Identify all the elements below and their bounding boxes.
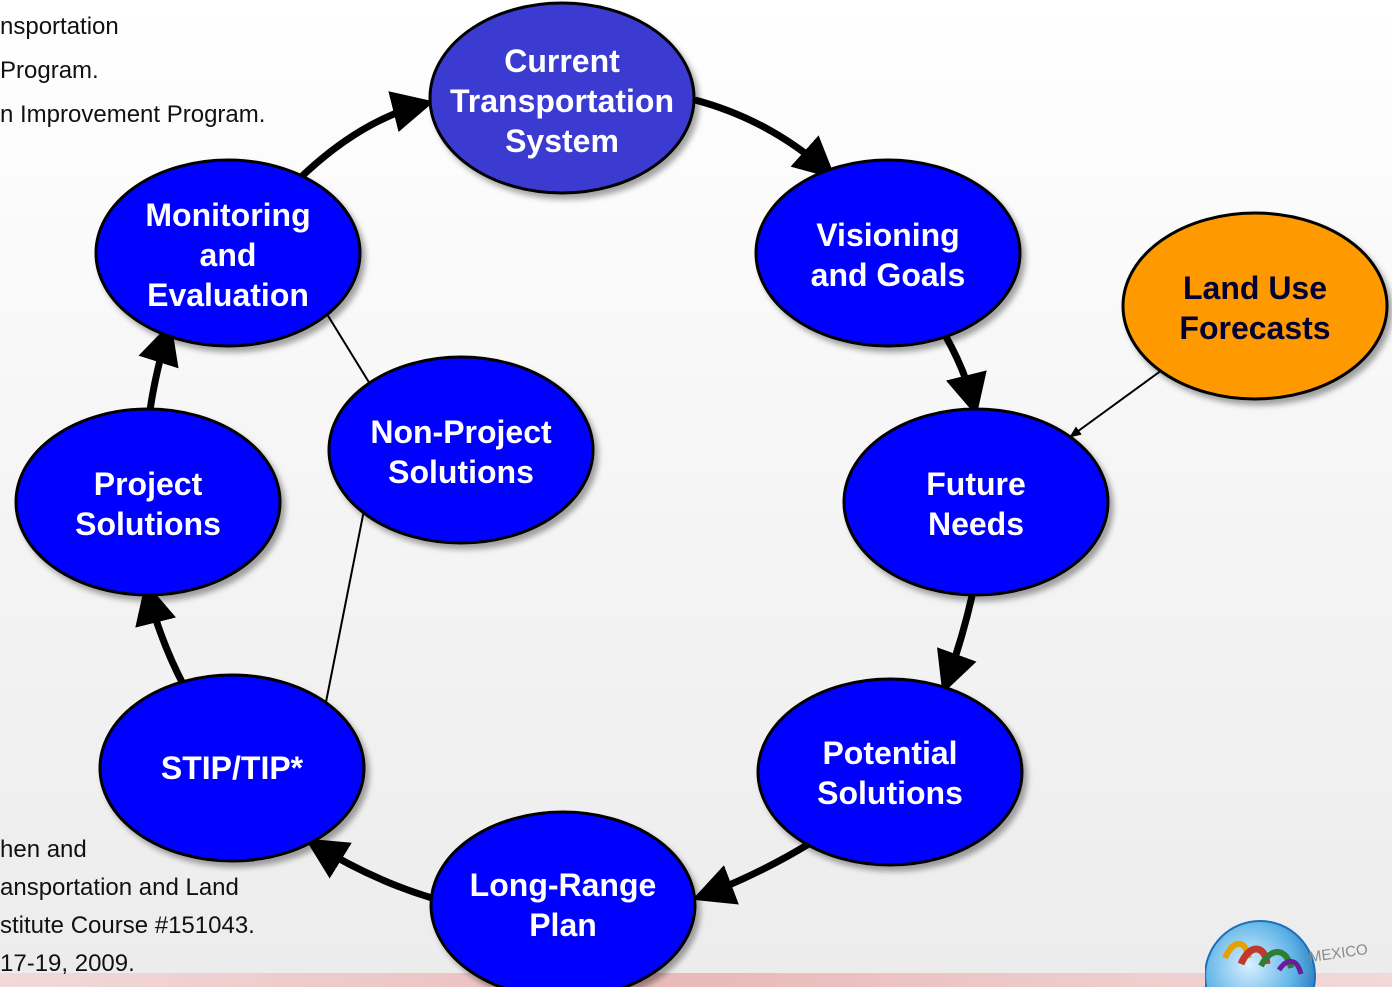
node-current-label-1: Current	[504, 43, 620, 79]
arrow-landuse-to-future	[1069, 369, 1163, 438]
node-longrange-label-1: Long-Range	[470, 867, 657, 903]
svg-text:Monitoring: Monitoring	[145, 197, 310, 233]
svg-text:Current: Current	[504, 43, 620, 79]
svg-text:Visioning: Visioning	[816, 217, 959, 253]
svg-text:System: System	[505, 123, 619, 159]
node-visioning-and-goals: Visioning and Goals	[754, 158, 1022, 348]
node-non-project-solutions: Non-Project Solutions	[327, 355, 595, 545]
node-nonproject-label-1: Non-Project	[370, 414, 552, 450]
arrow-monitoring-to-current	[295, 91, 435, 183]
node-future-needs: Future Needs	[842, 407, 1110, 597]
node-project-label-1: Project	[94, 466, 203, 502]
svg-text:Solutions: Solutions	[388, 454, 534, 490]
arrow-potential-to-longrange	[692, 839, 814, 905]
node-current-label-3: System	[505, 123, 619, 159]
top-note-line-3: n Improvement Program.	[0, 101, 266, 128]
mexico-logo: MEXICO	[1205, 920, 1369, 987]
node-landuse-label-2: Forecasts	[1179, 310, 1330, 346]
svg-text:and: and	[200, 237, 257, 273]
node-potential-solutions: Potential Solutions	[756, 677, 1024, 867]
node-landuse-label-1: Land Use	[1183, 270, 1327, 306]
top-note-line-2: Program.	[0, 57, 99, 84]
node-longrange-label-2: Plan	[529, 907, 597, 943]
node-visioning-label-1: Visioning	[816, 217, 959, 253]
footer-band	[0, 973, 1392, 987]
svg-text:Evaluation: Evaluation	[147, 277, 309, 313]
svg-text:STIP/TIP*: STIP/TIP*	[161, 750, 304, 786]
svg-text:and Goals: and Goals	[811, 257, 966, 293]
arrow-project-to-monitoring	[138, 321, 179, 411]
arrow-stip-to-project	[135, 581, 188, 688]
svg-text:Plan: Plan	[529, 907, 597, 943]
node-land-use-forecasts: Land Use Forecasts	[1121, 211, 1389, 401]
node-visioning-label-2: and Goals	[811, 257, 966, 293]
arrow-nonproject-to-monitoring	[321, 305, 371, 385]
bottom-note-line-2: ansportation and Land	[0, 874, 239, 901]
node-monitoring-label-2: and	[200, 237, 257, 273]
node-long-range-plan: Long-Range Plan	[429, 810, 697, 987]
node-potential-label-2: Solutions	[817, 775, 963, 811]
bottom-note-line-1: hen and	[0, 836, 87, 863]
svg-text:Transportation: Transportation	[450, 83, 674, 119]
node-stip-label-1: STIP/TIP*	[161, 750, 304, 786]
svg-text:Potential: Potential	[822, 735, 957, 771]
node-monitoring-label-3: Evaluation	[147, 277, 309, 313]
svg-text:Project: Project	[94, 466, 203, 502]
node-future-label-2: Needs	[928, 506, 1024, 542]
svg-text:Needs: Needs	[928, 506, 1024, 542]
svg-text:Forecasts: Forecasts	[1179, 310, 1330, 346]
arrow-stip-to-nonproject	[325, 499, 369, 703]
node-current-label-2: Transportation	[450, 83, 674, 119]
svg-text:Solutions: Solutions	[817, 775, 963, 811]
node-future-label-1: Future	[926, 466, 1026, 502]
arrow-current-to-visioning	[694, 96, 836, 180]
node-monitoring-and-evaluation: Monitoring and Evaluation	[94, 158, 362, 348]
svg-text:Non-Project: Non-Project	[370, 414, 552, 450]
node-current-transportation-system: Current Transportation System	[428, 1, 696, 195]
bottom-note-line-3: stitute Course #151043.	[0, 912, 255, 939]
arrow-longrange-to-stip	[305, 838, 434, 902]
top-note-line-1: nsportation	[0, 13, 119, 40]
node-monitoring-label-1: Monitoring	[145, 197, 310, 233]
logo-text: MEXICO	[1308, 941, 1369, 966]
svg-text:Land Use: Land Use	[1183, 270, 1327, 306]
node-project-label-2: Solutions	[75, 506, 221, 542]
node-nonproject-label-2: Solutions	[388, 454, 534, 490]
node-stip-tip: STIP/TIP*	[98, 673, 366, 863]
node-potential-label-1: Potential	[822, 735, 957, 771]
svg-text:Future: Future	[926, 466, 1026, 502]
svg-text:Solutions: Solutions	[75, 506, 221, 542]
bottom-note-line-4: 17-19, 2009.	[0, 950, 135, 977]
svg-text:Long-Range: Long-Range	[470, 867, 657, 903]
node-project-solutions: Project Solutions	[14, 407, 282, 597]
arrow-future-to-potential	[937, 595, 977, 694]
arrow-visioning-to-future	[941, 333, 987, 417]
